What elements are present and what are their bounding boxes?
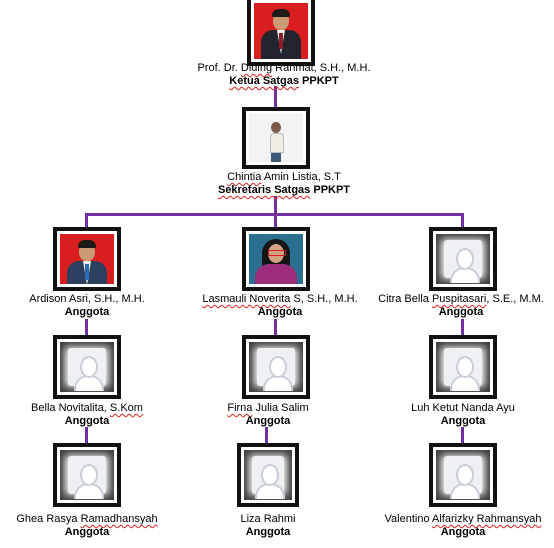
member-photo-placeholder	[242, 335, 310, 399]
sekretaris-photo	[242, 107, 310, 169]
member-name: Lasmauli Noverita S, S.H., M.H.	[202, 293, 358, 305]
member-photo-placeholder	[237, 443, 299, 507]
connector-col2-row1-row2	[274, 319, 277, 336]
ketua-name: Prof. Dr. Diding Rahmat, S.H., M.H.	[197, 62, 371, 74]
member-photo-placeholder	[429, 335, 497, 399]
member-name: Luh Ketut Nanda Ayu	[411, 402, 515, 414]
member-label: Liza Rahmi Anggota	[168, 513, 368, 539]
connector-top-to-secretary	[274, 86, 277, 108]
member-label: Valentino Alfarizky Rahmansyah Anggota	[363, 513, 554, 539]
member-label: Ghea Rasya Ramadhansyah Anggota	[0, 513, 187, 539]
member-role: Anggota	[440, 415, 486, 427]
connector-bar-to-col2	[274, 213, 277, 228]
member-name: Liza Rahmi	[240, 513, 296, 525]
member-role: Anggota	[257, 306, 303, 318]
connector-secretary-to-bar	[274, 196, 277, 214]
member-name: Valentino Alfarizky Rahmansyah	[384, 513, 542, 525]
member-role: Anggota	[64, 415, 110, 427]
member-name: Ghea Rasya Ramadhansyah	[16, 513, 158, 525]
member-role: Anggota	[64, 526, 110, 538]
member-role: Anggota	[64, 306, 110, 318]
sekretaris-label: Chintia Amin Listia, S.T Sekretaris Satg…	[184, 171, 384, 197]
member-label: Firna Julia Salim Anggota	[168, 402, 368, 428]
member-name: Ardison Asri, S.H., M.H.	[29, 293, 145, 305]
member-name: Bella Novitalita, S.Kom	[31, 402, 143, 414]
member-photo	[53, 227, 121, 291]
ketua-photo	[247, 0, 315, 66]
member-photo-placeholder	[429, 443, 497, 507]
connector-col2-row2-row3	[265, 427, 268, 444]
ketua-label: Prof. Dr. Diding Rahmat, S.H., M.H. Ketu…	[184, 62, 384, 88]
connector-col3-row2-row3	[461, 427, 464, 444]
connector-col3-row1-row2	[461, 319, 464, 336]
member-role: Anggota	[245, 526, 291, 538]
member-role: Anggota	[438, 306, 484, 318]
connector-bar-to-col1	[85, 213, 88, 228]
member-label: Citra Bella Puspitasari, S.E., M.M. Angg…	[368, 293, 554, 319]
ketua-role: Ketua Satgas PPKPT	[229, 75, 339, 87]
sekretaris-name: Chintia Amin Listia, S.T	[227, 171, 341, 183]
member-label: Ardison Asri, S.H., M.H. Anggota	[0, 293, 187, 319]
member-label: Bella Novitalita, S.Kom Anggota	[0, 402, 187, 428]
member-label: Lasmauli Noverita S, S.H., M.H. Anggota	[170, 293, 390, 319]
sekretaris-role: Sekretaris Satgas PPKPT	[217, 184, 351, 196]
connector-col1-row2-row3	[85, 427, 88, 444]
member-photo-placeholder	[53, 335, 121, 399]
connector-col1-row1-row2	[85, 319, 88, 336]
member-photo-placeholder	[429, 227, 497, 291]
connector-bar-to-col3	[461, 213, 464, 228]
member-role: Anggota	[440, 526, 486, 538]
member-name: Firna Julia Salim	[227, 402, 309, 414]
member-photo-placeholder	[53, 443, 121, 507]
member-role: Anggota	[245, 415, 291, 427]
member-name: Citra Bella Puspitasari, S.E., M.M.	[378, 293, 544, 305]
member-label: Luh Ketut Nanda Ayu Anggota	[363, 402, 554, 428]
member-photo	[242, 227, 310, 291]
